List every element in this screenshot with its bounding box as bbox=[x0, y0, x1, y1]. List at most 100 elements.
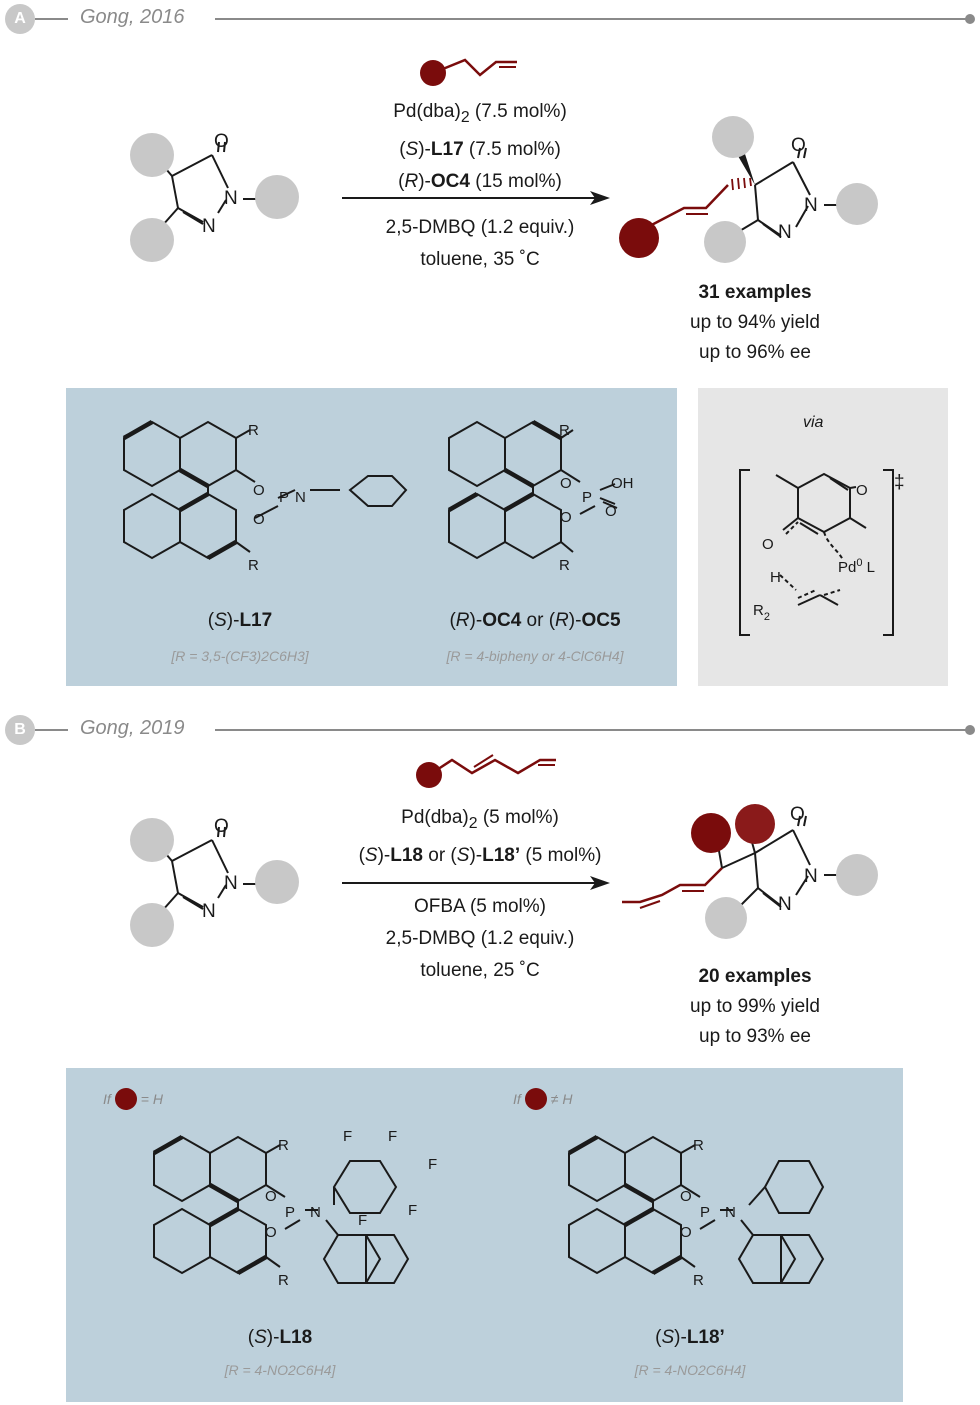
section-a-badge: A bbox=[5, 4, 35, 34]
atom-o: O bbox=[790, 804, 805, 825]
ligand-oc4-note: [R = 4-bipheny or 4-ClC6H4] bbox=[446, 648, 624, 664]
substituent-circle bbox=[130, 903, 174, 947]
substituent-circle bbox=[712, 116, 754, 158]
substituent-circle bbox=[255, 860, 299, 904]
ligand-l17-caption: (S)-L17 bbox=[207, 610, 273, 631]
allyl-red-circle bbox=[416, 762, 442, 788]
atom-f: F bbox=[408, 1202, 417, 1219]
atom-n: N bbox=[804, 866, 818, 887]
substituent-circle bbox=[255, 175, 299, 219]
substituent-circle bbox=[130, 818, 174, 862]
atom-o: O bbox=[680, 1224, 692, 1241]
atom-f: F bbox=[428, 1156, 437, 1173]
ts-double-dagger: ‡ bbox=[894, 472, 905, 493]
atom-p: P bbox=[285, 1204, 295, 1221]
section-b-badge: B bbox=[5, 715, 35, 745]
allyl-red-circle bbox=[619, 218, 659, 258]
section-a-rule-right bbox=[215, 18, 967, 20]
atom-f: F bbox=[343, 1128, 352, 1145]
atom-o: O bbox=[253, 482, 265, 499]
atom-f: F bbox=[358, 1212, 367, 1229]
atom-r: R bbox=[248, 557, 259, 574]
atom-o: O bbox=[791, 135, 806, 156]
ligand-l18-structure: R O P N O R F F F F F bbox=[152, 1128, 437, 1289]
atom-r: R bbox=[693, 1272, 704, 1289]
reactant-a-structure: O N N bbox=[130, 131, 299, 262]
diene-reagent-b bbox=[416, 754, 556, 788]
ligand-oc4-structure: R O P OH O O R bbox=[447, 420, 634, 574]
substituent-circle bbox=[130, 218, 174, 262]
atom-f: F bbox=[388, 1128, 397, 1145]
atom-r: R bbox=[278, 1137, 289, 1154]
atom-r: R bbox=[278, 1272, 289, 1289]
substituent-circle bbox=[836, 854, 878, 896]
atom-p: P bbox=[279, 489, 289, 506]
ligand-l18prime-note: [R = 4-NO2C6H4] bbox=[634, 1362, 746, 1378]
red-substituent-dot bbox=[524, 1088, 547, 1110]
substituent-circle bbox=[836, 183, 878, 225]
ligand-panel-a bbox=[66, 388, 677, 686]
reactant-b-structure: O N N bbox=[130, 816, 299, 947]
atom-oh: OH bbox=[611, 475, 634, 492]
section-b-rule-right bbox=[215, 729, 967, 731]
ligand-l18prime-structure: R O P N O R bbox=[567, 1135, 825, 1289]
section-b-rule-left bbox=[35, 729, 68, 731]
if-not-h-note: If≠ H bbox=[513, 1088, 572, 1110]
substituent-circle bbox=[705, 897, 747, 939]
red-substituent-circle bbox=[691, 813, 731, 853]
r2-label: R2 bbox=[753, 602, 770, 623]
product-a-structure: O N N bbox=[619, 116, 878, 263]
result-b: 20 examples up to 99% yield up to 93% ee bbox=[690, 966, 820, 1047]
reaction-arrow-a bbox=[342, 191, 610, 205]
atom-o: O bbox=[253, 511, 265, 528]
section-a-rule-end bbox=[965, 14, 975, 24]
atom-o: O bbox=[560, 475, 572, 492]
conditions-b-top: Pd(dba)2 (5 mol%) (S)-L18 or (S)-L18’ (5… bbox=[358, 807, 602, 866]
conditions-b-bottom: OFBA (5 mol%) 2,5-DMBQ (1.2 equiv.) tolu… bbox=[385, 896, 575, 981]
atom-o: O bbox=[680, 1188, 692, 1205]
allyl-reagent-a bbox=[420, 58, 517, 86]
conditions-a-bottom: 2,5-DMBQ (1.2 equiv.) toluene, 35 ˚C bbox=[385, 217, 575, 270]
atom-r: R bbox=[559, 557, 570, 574]
atom-o: O bbox=[265, 1224, 277, 1241]
reaction-arrow-b bbox=[342, 876, 610, 890]
atom-o: O bbox=[762, 536, 774, 553]
product-b-structure: O N N bbox=[622, 804, 878, 939]
red-substituent-dot bbox=[114, 1088, 137, 1110]
atom-r: R bbox=[693, 1137, 704, 1154]
atom-n: N bbox=[202, 901, 216, 922]
atom-o: O bbox=[214, 816, 229, 837]
atom-o: O bbox=[856, 482, 868, 499]
atom-h: H bbox=[770, 569, 781, 586]
section-b-rule-end bbox=[965, 725, 975, 735]
atom-n: N bbox=[310, 1204, 321, 1221]
atom-n: N bbox=[295, 489, 306, 506]
atom-o: O bbox=[214, 131, 229, 152]
atom-r: R bbox=[559, 422, 570, 439]
section-a-rule-left bbox=[35, 18, 68, 20]
atom-o: O bbox=[265, 1188, 277, 1205]
allyl-red-circle bbox=[420, 60, 446, 86]
atom-n: N bbox=[804, 195, 818, 216]
ligand-l18prime-caption: (S)-L18’ bbox=[655, 1327, 725, 1348]
pd-label: Pd0 L bbox=[838, 557, 875, 576]
substituent-circle bbox=[130, 133, 174, 177]
if-equals-h-note: If= H bbox=[103, 1088, 163, 1110]
red-substituent-circle bbox=[735, 804, 775, 844]
result-a: 31 examples up to 94% yield up to 96% ee bbox=[690, 282, 820, 363]
transition-state-structure: O O H Pd0 L R2 ‡ bbox=[739, 469, 905, 636]
atom-n: N bbox=[725, 1204, 736, 1221]
conditions-a-top: Pd(dba)2 (7.5 mol%) (S)-L17 (7.5 mol%) (… bbox=[393, 101, 567, 192]
atom-p: P bbox=[582, 489, 592, 506]
section-a-author: Gong, 2016 bbox=[80, 6, 185, 28]
ligand-l18-caption: (S)-L18 bbox=[247, 1327, 313, 1348]
ligand-l17-note: [R = 3,5-(CF3)2C6H3] bbox=[171, 648, 309, 664]
substituent-circle bbox=[704, 221, 746, 263]
atom-n: N bbox=[778, 894, 792, 915]
atom-n: N bbox=[778, 222, 792, 243]
atom-o: O bbox=[605, 503, 617, 520]
via-label: via bbox=[803, 414, 824, 431]
section-b-author: Gong, 2019 bbox=[80, 717, 185, 739]
atom-n: N bbox=[224, 188, 238, 209]
atom-p: P bbox=[700, 1204, 710, 1221]
